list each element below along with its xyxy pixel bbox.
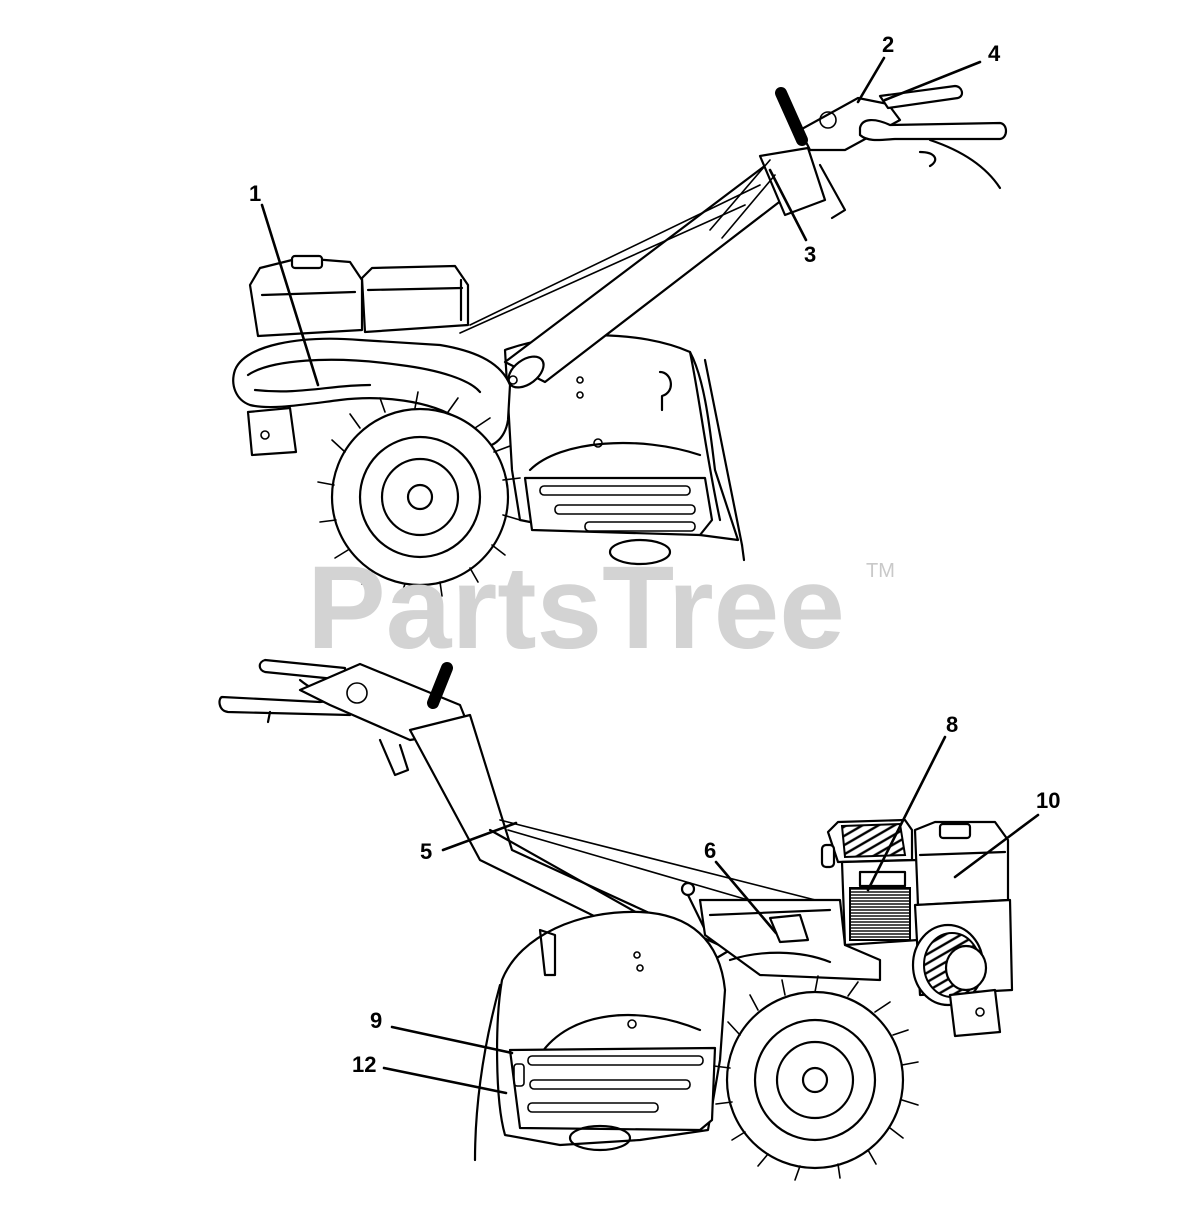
leader-lines bbox=[260, 56, 1040, 1095]
leader-4 bbox=[883, 60, 982, 102]
callout-1: 1 bbox=[249, 181, 261, 206]
tiller-bottom-view bbox=[218, 658, 1014, 1181]
watermark-text: PartsTree bbox=[307, 542, 845, 674]
leader-8 bbox=[866, 735, 947, 892]
callout-labels: 1 2 3 4 5 6 8 9 10 12 bbox=[249, 32, 1060, 1077]
callout-6: 6 bbox=[704, 838, 716, 863]
callout-12: 12 bbox=[352, 1052, 376, 1077]
tiller-top-view bbox=[232, 84, 1008, 599]
leader-10 bbox=[953, 813, 1040, 879]
callout-9: 9 bbox=[370, 1008, 382, 1033]
leader-1 bbox=[260, 203, 320, 387]
leader-6 bbox=[714, 860, 778, 935]
leader-3 bbox=[768, 168, 808, 242]
callout-3: 3 bbox=[804, 242, 816, 267]
callout-10: 10 bbox=[1036, 788, 1060, 813]
callout-8: 8 bbox=[946, 712, 958, 737]
leader-9 bbox=[390, 1025, 514, 1055]
callout-2: 2 bbox=[882, 32, 894, 57]
watermark-trademark: TM bbox=[866, 560, 895, 582]
leader-5 bbox=[441, 821, 518, 852]
callout-4: 4 bbox=[988, 41, 1001, 66]
leader-2 bbox=[856, 56, 886, 104]
callout-5: 5 bbox=[420, 839, 432, 864]
leader-12 bbox=[382, 1066, 508, 1095]
